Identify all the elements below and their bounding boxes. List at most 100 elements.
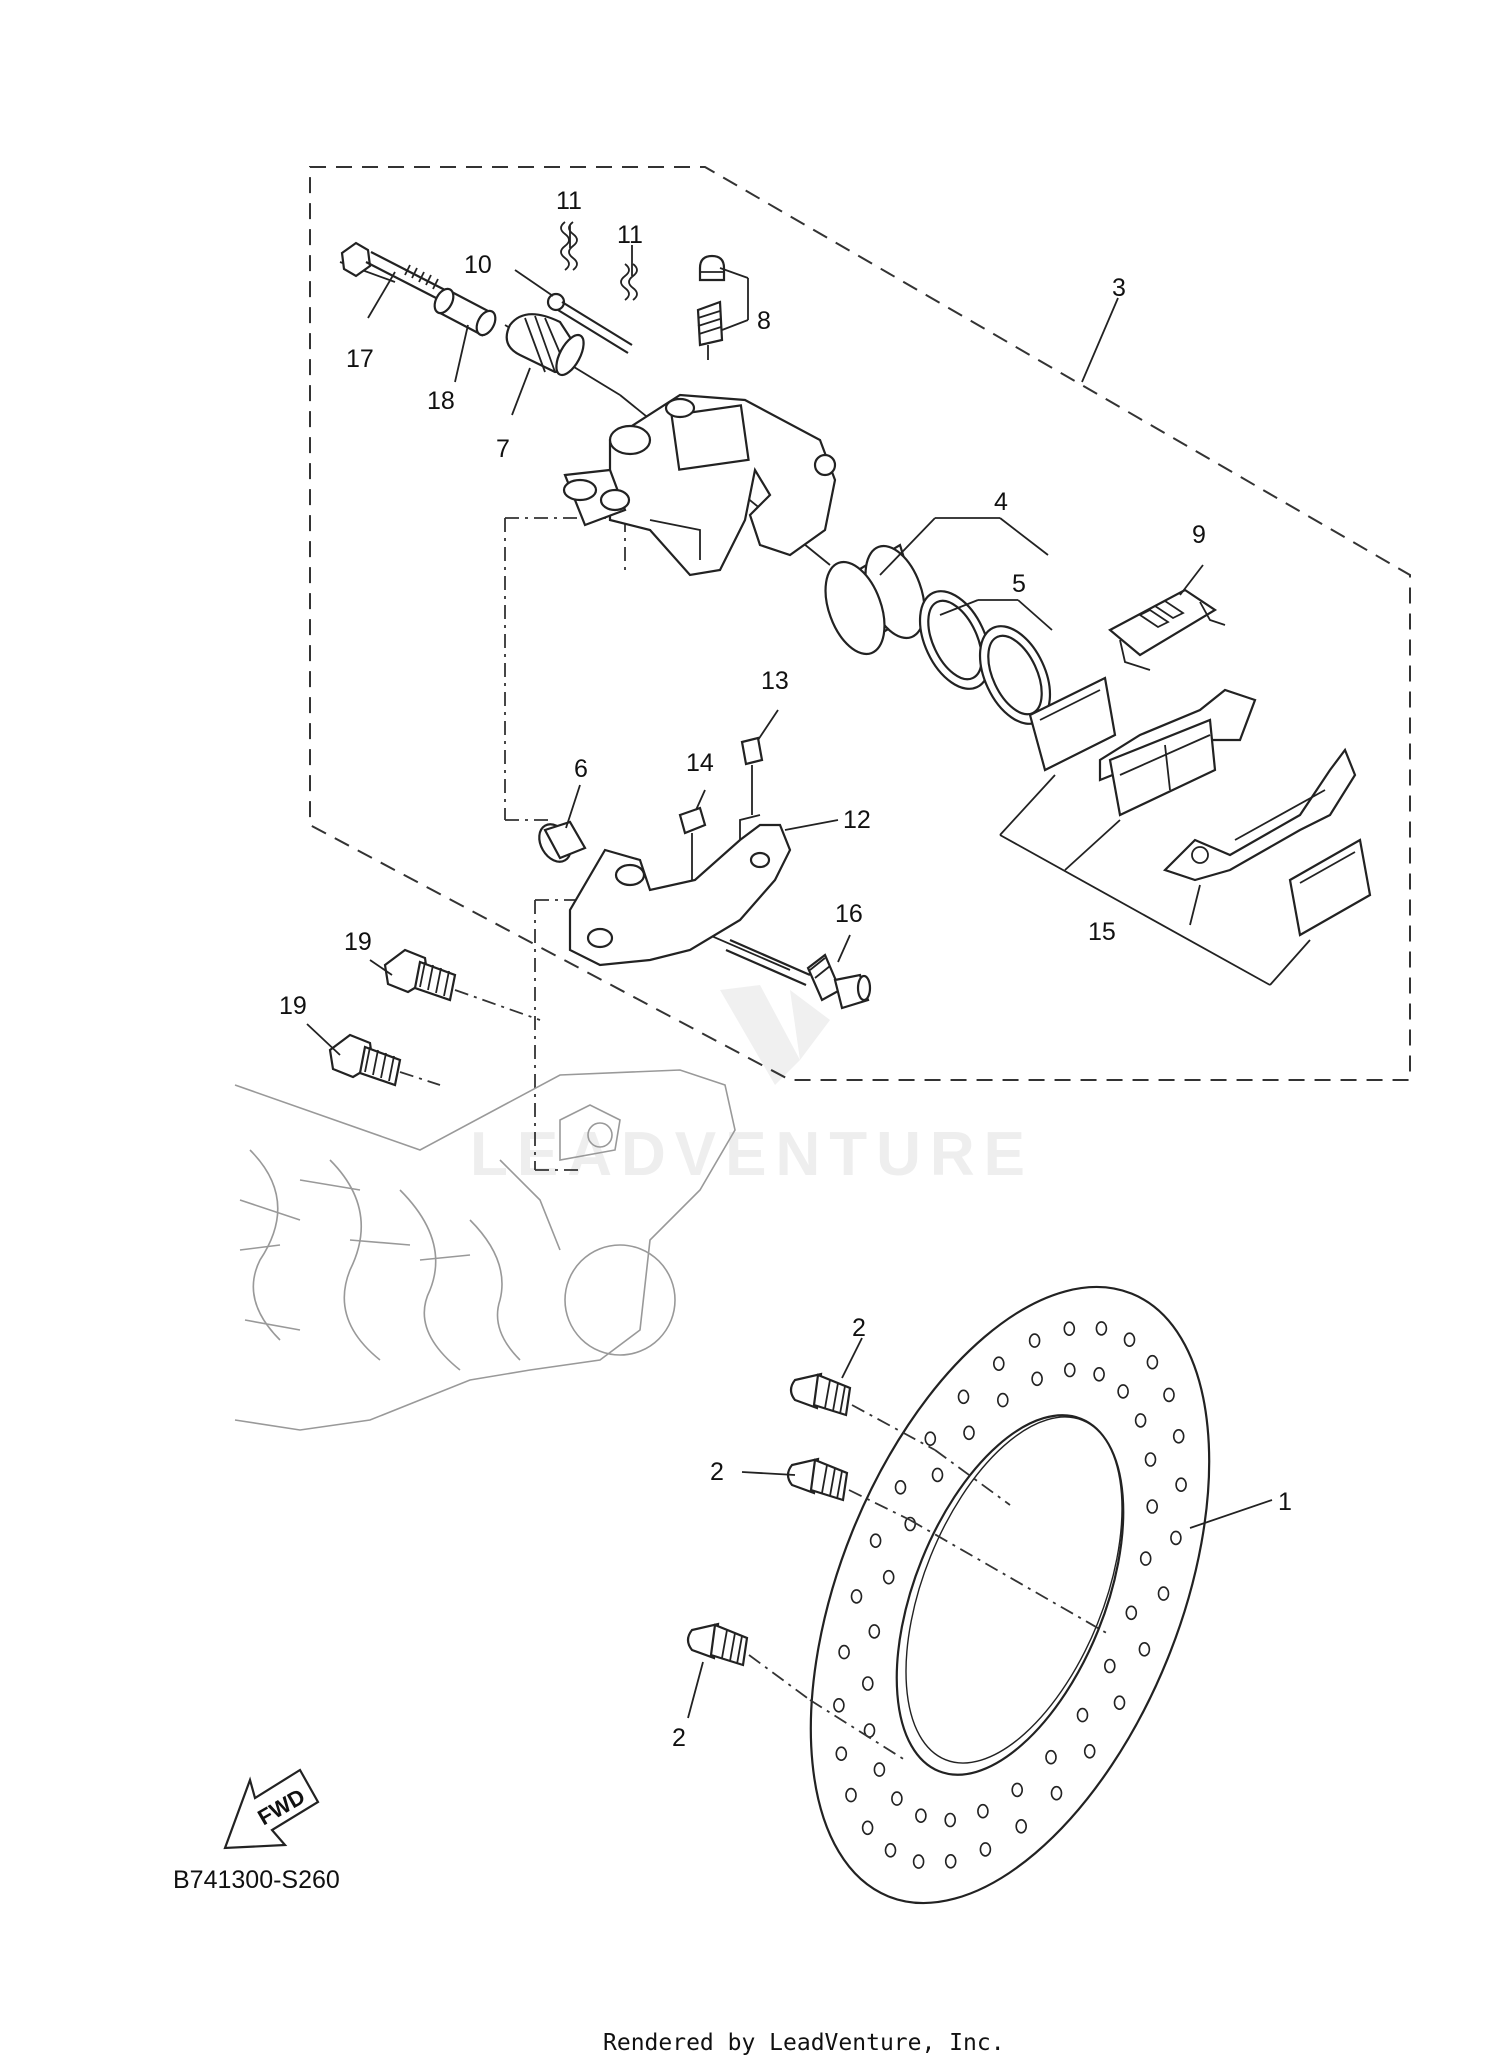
disc-hole: [1063, 1321, 1076, 1336]
disc-hole: [1104, 1658, 1116, 1674]
disc-hole: [1045, 1749, 1057, 1765]
callout-2-bottom: 2: [672, 1724, 686, 1752]
callout-9: 9: [1192, 521, 1206, 549]
part-4-piston: [824, 543, 926, 656]
callout-labels: 1 2 2 2 3 4 5 6 7 8 9 10 11 11 12 13 14 …: [279, 187, 1292, 1752]
callout-6: 6: [574, 755, 588, 783]
disc-hole: [1093, 1367, 1105, 1382]
part-11-clip-lower: [620, 263, 638, 301]
disc-hole: [1076, 1707, 1089, 1723]
disc-hole: [1172, 1429, 1185, 1444]
disc-hole: [1144, 1452, 1157, 1467]
disc-hole: [1095, 1321, 1108, 1336]
part-15-pad-shim-a: [1028, 676, 1117, 772]
disc-hole: [944, 1854, 957, 1869]
callout-2-middle: 2: [710, 1458, 724, 1486]
disc-hole: [861, 1820, 874, 1836]
callout-leaders: [306, 225, 1273, 1719]
disc-hole: [868, 1624, 881, 1639]
fwd-direction-arrow: FWD: [223, 1768, 320, 1850]
disc-hole: [1064, 1362, 1076, 1378]
part-13-clip: [740, 736, 764, 815]
disc-hole: [833, 1698, 845, 1713]
diagram-code: B741300-S260: [173, 1866, 340, 1894]
disc-hole: [1113, 1695, 1126, 1710]
disc-hole: [915, 1808, 927, 1823]
disc-hole: [1170, 1530, 1182, 1546]
part-2-bolt-bottom: [686, 1622, 749, 1667]
part-19-bolt-upper: [383, 948, 457, 1002]
disc-hole: [1175, 1477, 1187, 1492]
disc-hole: [861, 1676, 874, 1691]
callout-1: 1: [1278, 1488, 1292, 1516]
disc-hole: [944, 1812, 957, 1828]
disc-hole: [977, 1803, 989, 1819]
disc-hole: [996, 1392, 1009, 1408]
part-2-bolt-top: [789, 1372, 852, 1417]
part-9-pad-spring: [1108, 588, 1226, 671]
bolt-19-axis-upper: [454, 989, 541, 1021]
disc-hole: [1157, 1586, 1170, 1601]
part-8-bleeder: [696, 254, 726, 360]
callout-2-top: 2: [852, 1314, 866, 1342]
disc-hole: [873, 1762, 886, 1777]
swing-arm-frame: [234, 1069, 736, 1431]
disc-hole: [992, 1356, 1005, 1371]
disc-hole: [845, 1787, 857, 1803]
callout-14: 14: [686, 749, 714, 777]
callout-19-upper: 19: [344, 928, 372, 956]
part-1-brake-disc: [809, 1285, 1211, 1905]
disc-hole: [884, 1843, 897, 1858]
part-11-clip-upper: [560, 221, 578, 271]
callout-11-right: 11: [617, 221, 643, 249]
callout-4: 4: [994, 488, 1008, 516]
part-2-bolt-axes: [748, 1404, 1111, 1761]
disc-hole: [1031, 1371, 1043, 1387]
disc-hole: [838, 1644, 850, 1660]
disc-hole: [1134, 1413, 1147, 1428]
callout-10: 10: [464, 251, 492, 279]
disc-hole: [931, 1467, 944, 1483]
part-6-boot: [538, 820, 587, 863]
disc-hole: [979, 1842, 992, 1857]
part-15-pad-a: [1098, 688, 1257, 817]
part-16-pin-bolt: [725, 938, 872, 1010]
disc-hole: [912, 1854, 925, 1869]
disc-hole: [1083, 1744, 1096, 1759]
caliper-body: [562, 393, 837, 577]
part-7-boot: [505, 313, 585, 377]
disc-hole: [1028, 1333, 1041, 1348]
disc-hole: [1163, 1387, 1175, 1403]
part-15-pad-shim-b: [1288, 838, 1372, 937]
disc-hole: [1125, 1605, 1138, 1621]
brake-disc-holes: [833, 1321, 1187, 1869]
watermark: LEADVENTURE: [470, 985, 1034, 1189]
disc-hole: [850, 1589, 863, 1604]
disc-hole: [924, 1431, 937, 1446]
part-5-seal-b: [978, 625, 1052, 725]
callout-7: 7: [496, 435, 510, 463]
callout-8: 8: [757, 307, 771, 335]
part-10-pin: [546, 292, 633, 354]
watermark-text: LEADVENTURE: [470, 1120, 1034, 1189]
disc-hole: [869, 1533, 882, 1548]
disc-hole: [1138, 1642, 1151, 1657]
part-15-pad-b: [1162, 747, 1357, 882]
part-18-sleeve: [433, 287, 497, 337]
disc-hole: [891, 1791, 903, 1806]
disc-hole: [894, 1480, 907, 1495]
callout-3: 3: [1112, 274, 1126, 302]
disc-hole: [1123, 1332, 1136, 1347]
part-15-group-bracket: [999, 774, 1311, 986]
callout-11-left: 11: [556, 187, 582, 215]
callout-12: 12: [843, 806, 871, 834]
part-17-bolt: [340, 241, 446, 301]
part-14-clip: [678, 806, 707, 880]
part-5-seal-a: [918, 590, 992, 690]
disc-hole: [1050, 1785, 1063, 1801]
part-2-bolt-middle: [786, 1457, 849, 1502]
disc-hole: [1011, 1782, 1024, 1798]
disc-hole: [1015, 1819, 1028, 1834]
disc-hole: [963, 1425, 975, 1441]
